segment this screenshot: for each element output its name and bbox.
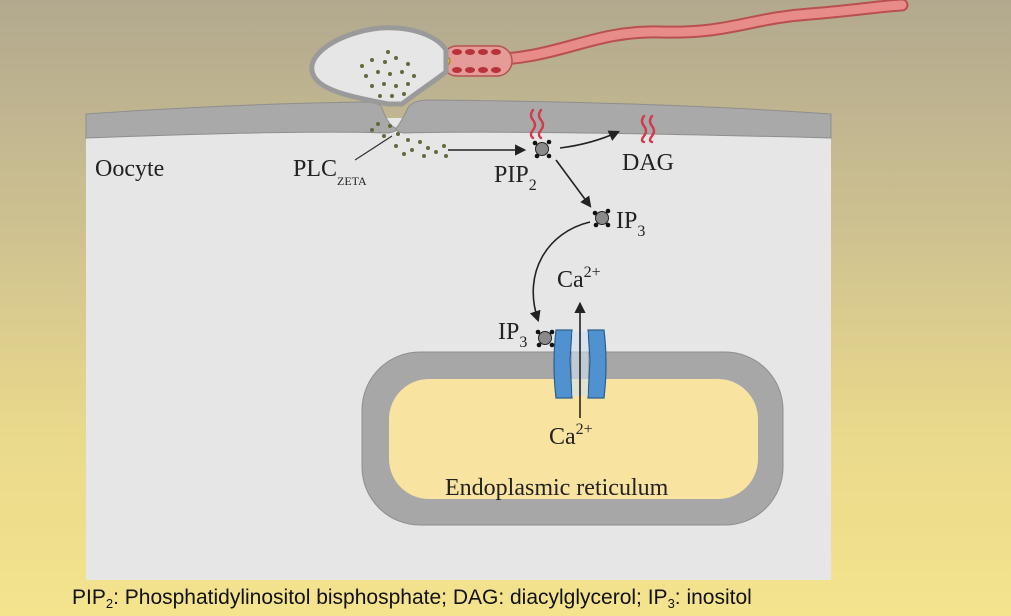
label-ca-cytoplasm: Ca2+ bbox=[557, 264, 601, 293]
label-endoplasmic-reticulum: Endoplasmic reticulum bbox=[445, 475, 669, 501]
label-ca-er: Ca2+ bbox=[549, 421, 593, 450]
ip3-bound-molecule bbox=[535, 329, 555, 348]
sperm-midpiece bbox=[441, 45, 513, 77]
label-oocyte: Oocyte bbox=[95, 156, 164, 182]
dag-tail bbox=[640, 114, 656, 144]
arrow-pip2-to-ip3 bbox=[555, 159, 592, 208]
arrow-ip3-to-channel bbox=[529, 221, 591, 323]
plc-zeta-granules bbox=[360, 50, 448, 158]
arrow-pip2-to-dag bbox=[559, 130, 621, 149]
sperm-head bbox=[309, 25, 449, 107]
plc-pointer-line bbox=[354, 135, 393, 161]
ip3-molecule bbox=[592, 208, 611, 228]
er-lumen bbox=[389, 379, 758, 499]
pip2-tail bbox=[529, 108, 545, 140]
label-dag: DAG bbox=[622, 150, 674, 176]
oocyte-membrane-right bbox=[395, 99, 832, 139]
caption: PIP2: Phosphatidylinositol bisphosphate;… bbox=[72, 586, 752, 611]
label-ip3: IP3 bbox=[616, 208, 645, 240]
label-ip3-channel: IP3 bbox=[498, 319, 527, 351]
mitochondria bbox=[452, 49, 501, 73]
sperm-tail-inner bbox=[475, 0, 907, 65]
label-pip2: PIP2 bbox=[494, 162, 537, 194]
oocyte-membrane-left bbox=[85, 101, 397, 139]
pip2-molecule bbox=[532, 139, 552, 159]
label-plc-zeta: PLCZETA bbox=[293, 156, 367, 188]
